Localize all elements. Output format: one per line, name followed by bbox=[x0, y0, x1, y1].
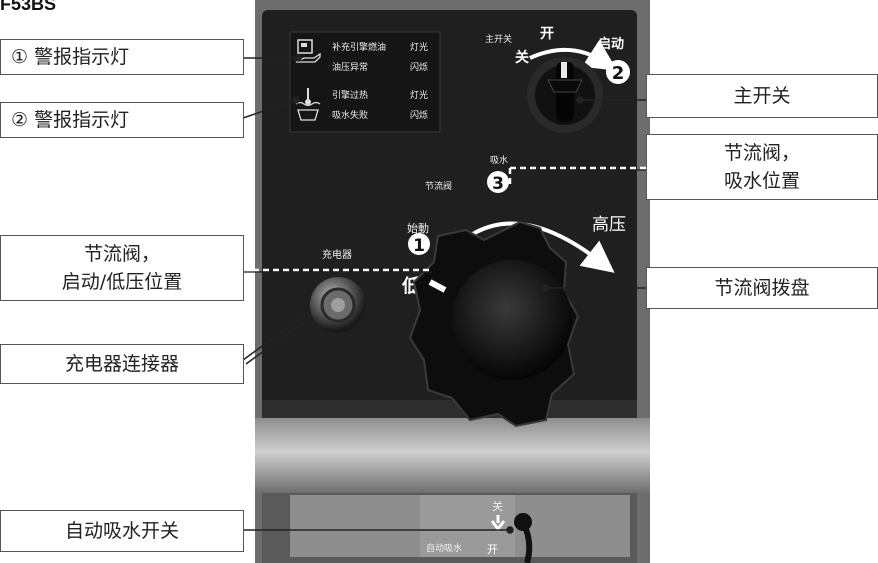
charger-label: 充电器 bbox=[322, 248, 352, 261]
charger-socket bbox=[310, 277, 366, 333]
starting-number: 1 bbox=[413, 236, 425, 256]
indicator-row1-text: 补充引擎燃油 bbox=[332, 41, 386, 53]
callout-warning-2-text: ② 警报指示灯 bbox=[11, 109, 130, 131]
auto-switch-on-label: 开 bbox=[487, 543, 498, 556]
callout-warning-indicator-2: ② 警报指示灯 bbox=[0, 102, 244, 138]
suction-number: 3 bbox=[492, 174, 504, 194]
callout-throttle-dial-text: 节流阀拨盘 bbox=[714, 277, 810, 299]
callout-charger-connector: 充电器连接器 bbox=[0, 344, 244, 384]
indicator-row4-text: 吸水失败 bbox=[332, 109, 368, 121]
pump-icon bbox=[297, 109, 319, 121]
main-switch-knob bbox=[527, 57, 603, 133]
callout-throttle-dial: 节流阀拨盘 bbox=[646, 267, 878, 309]
on-label: 开 bbox=[540, 26, 554, 42]
indicator-row1-status: 灯光 bbox=[410, 41, 428, 53]
indicator-row3-text: 引擎过热 bbox=[332, 89, 368, 101]
indicator-row4-status: 闪烁 bbox=[410, 109, 428, 121]
oil-can-icon bbox=[295, 52, 321, 63]
callout-throttle-suction: 节流阀， 吸水位置 bbox=[646, 134, 878, 200]
temperature-icon bbox=[295, 88, 321, 107]
suction-badge bbox=[487, 171, 509, 193]
start-badge bbox=[606, 60, 630, 84]
auto-switch-lever bbox=[514, 513, 533, 563]
auto-switch-label: 自动吸水 bbox=[426, 542, 462, 554]
down-arrow-icon bbox=[490, 515, 506, 532]
start-number: 2 bbox=[612, 63, 625, 84]
high-pressure-label: 高压 bbox=[592, 215, 626, 235]
starting-label: 始動 bbox=[407, 221, 429, 235]
off-label: 关 bbox=[515, 49, 529, 66]
model-label: F53BS bbox=[0, 0, 57, 14]
callout-charger-connector-text: 充电器连接器 bbox=[64, 353, 179, 375]
throttle-label: 节流阀 bbox=[425, 180, 452, 192]
start-label: 启动 bbox=[598, 36, 624, 52]
callout-throttle-suction-line2: 吸水位置 bbox=[723, 170, 800, 192]
callout-main-switch: 主开关 bbox=[646, 74, 878, 118]
callout-throttle-start-line1: 节流阀， bbox=[83, 243, 160, 265]
callout-warning-1-text: ① 警报指示灯 bbox=[11, 46, 130, 68]
switch-arrow-icon bbox=[529, 39, 618, 71]
callout-throttle-start: 节流阀， 启动/低压位置 bbox=[0, 235, 244, 301]
auto-switch-off-label: 关 bbox=[492, 499, 503, 513]
fuel-icon bbox=[297, 39, 313, 54]
callout-warning-indicator-1: ① 警报指示灯 bbox=[0, 39, 244, 75]
callout-throttle-suction-line1: 节流阀， bbox=[723, 142, 800, 164]
dashed-leaders bbox=[243, 166, 648, 272]
suction-label: 吸水 bbox=[490, 154, 508, 166]
callout-auto-suction-switch: 自动吸水开关 bbox=[0, 510, 244, 552]
starting-badge bbox=[408, 233, 430, 255]
callout-throttle-start-line2: 启动/低压位置 bbox=[61, 271, 183, 293]
lower-housing bbox=[255, 418, 650, 493]
indicator-plate bbox=[289, 31, 441, 133]
indicator-row2-status: 闪烁 bbox=[410, 61, 428, 73]
callout-main-switch-text: 主开关 bbox=[733, 85, 791, 107]
main-switch-label: 主开关 bbox=[485, 33, 512, 45]
indicator-row3-status: 灯光 bbox=[410, 89, 428, 101]
leader-lines bbox=[242, 54, 648, 534]
callout-auto-suction-switch-text: 自动吸水开关 bbox=[64, 520, 179, 542]
indicator-row2-text: 油压异常 bbox=[332, 61, 368, 73]
